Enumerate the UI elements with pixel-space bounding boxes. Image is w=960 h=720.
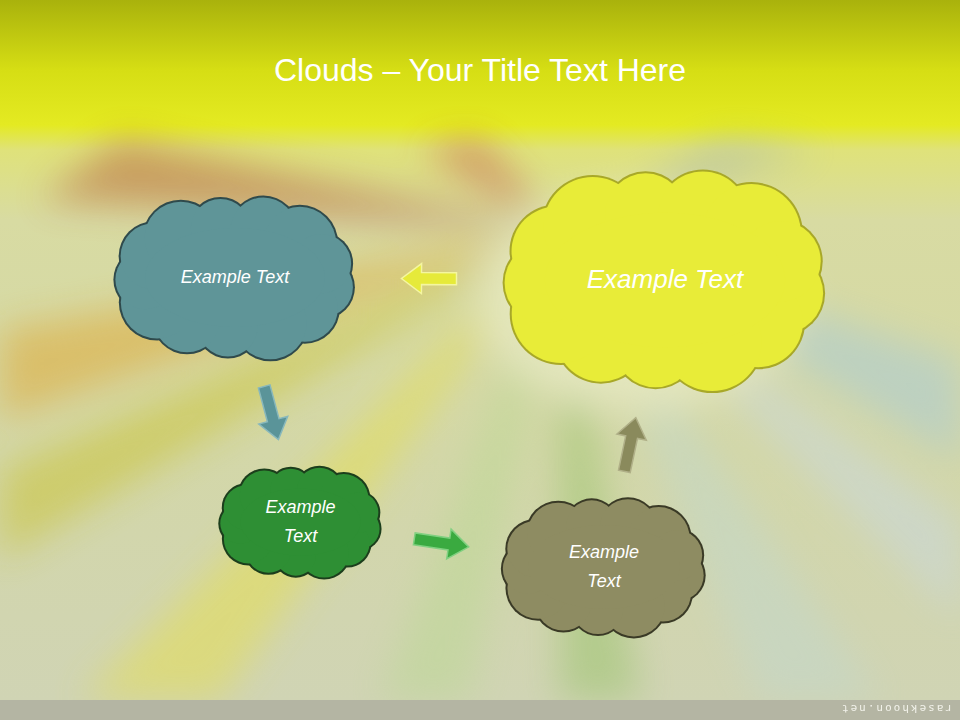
cloud-text: Example Text [256, 493, 346, 551]
cloud-text: Example Text [587, 259, 744, 301]
cloud-text: Example Text [559, 538, 649, 596]
block-arrow [402, 264, 457, 294]
block-arrow [413, 529, 468, 559]
footer-band [0, 700, 960, 720]
slide-title: Clouds – Your Title Text Here [0, 52, 960, 89]
block-arrow [258, 385, 287, 440]
cloud-shape: Example Text [218, 466, 383, 578]
watermark: rasekhoon.net [840, 702, 952, 715]
cloud-shape: Example Text [112, 195, 358, 360]
cloud-shape: Example Text [500, 497, 708, 637]
cloud-text: Example Text [181, 263, 289, 292]
cloud-shape: Example Text [500, 168, 830, 392]
block-arrow [617, 418, 646, 473]
cloud-outline [500, 497, 708, 637]
cloud-outline [218, 466, 383, 578]
